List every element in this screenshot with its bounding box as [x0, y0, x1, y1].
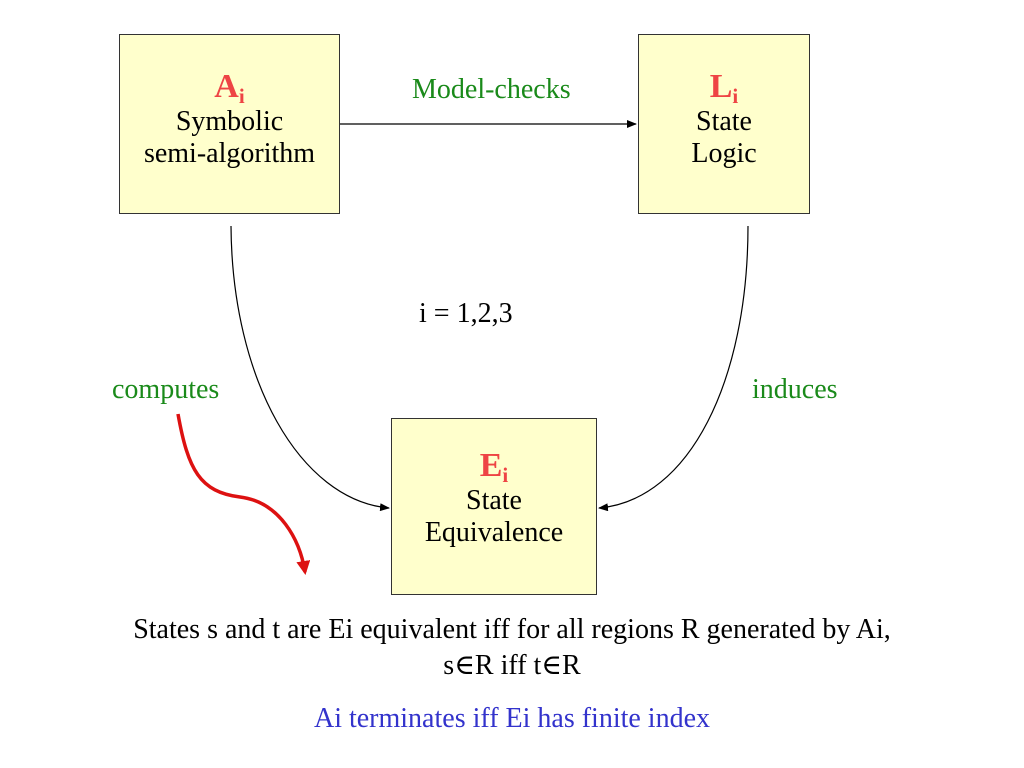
node-a-line2: semi-algorithm — [143, 138, 316, 169]
node-a-line1: Symbolic — [175, 106, 284, 137]
statement-line2: s∈R iff t∈R — [443, 650, 581, 681]
node-a-letter: A — [214, 68, 239, 105]
label-model-checks: Model-checks — [412, 74, 571, 105]
node-symbolic-semi-algorithm: Ai Symbolic semi-algorithm — [119, 34, 340, 214]
label-index-range: i = 1,2,3 — [419, 298, 513, 329]
node-state-logic: Li State Logic — [638, 34, 810, 214]
edge-computes — [230, 225, 390, 512]
label-computes: computes — [112, 374, 220, 405]
node-a-subscript: i — [238, 84, 245, 108]
node-l-line2: Logic — [691, 138, 757, 169]
node-l-line1: State — [696, 106, 752, 137]
node-l-subscript: i — [732, 84, 739, 108]
node-e-line1: State — [466, 485, 522, 516]
node-l-letter: L — [709, 68, 733, 105]
edge-induces — [598, 225, 749, 512]
highlight-arrow — [176, 413, 311, 575]
node-a-symbol: Ai — [120, 68, 339, 108]
node-e-subscript: i — [502, 463, 509, 487]
node-e-symbol: Ei — [392, 447, 596, 487]
node-e-letter: E — [479, 447, 503, 484]
node-l-symbol: Li — [639, 68, 809, 108]
node-state-equivalence: Ei State Equivalence — [391, 418, 597, 595]
node-e-line2: Equivalence — [424, 517, 564, 548]
statement-line1: States s and t are Ei equivalent iff for… — [133, 614, 891, 645]
label-induces: induces — [752, 374, 838, 405]
equivalence-statement: States s and t are Ei equivalent iff for… — [0, 612, 1024, 684]
conclusion-text: Ai terminates iff Ei has finite index — [313, 703, 711, 734]
